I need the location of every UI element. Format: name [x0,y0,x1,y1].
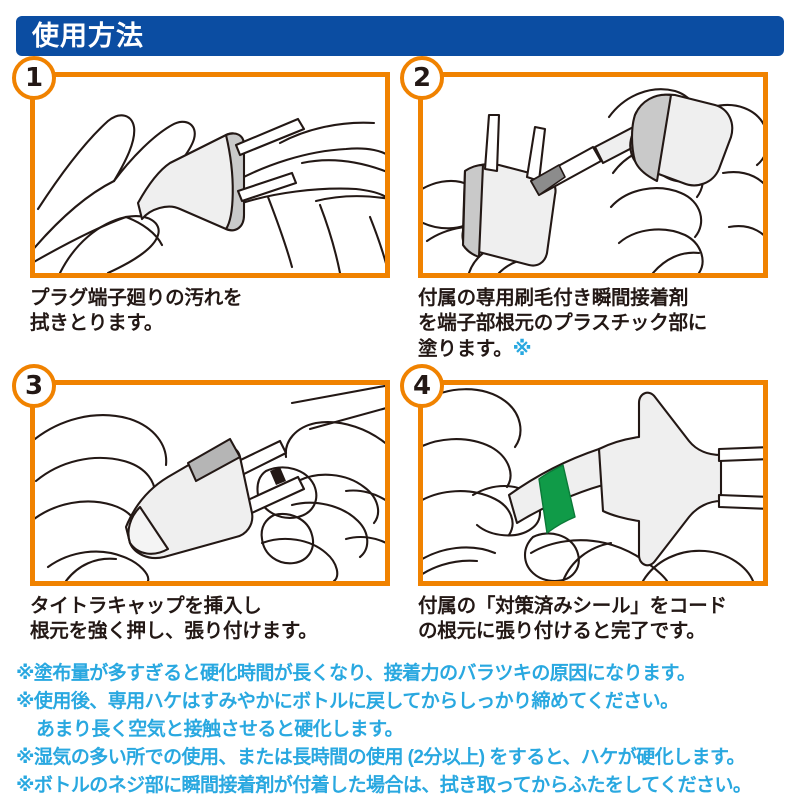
caption-line: 塗ります。※ [418,337,768,362]
step-number-badge-2: 2 [400,56,444,100]
illustration-hand-applying-adhesive-brush-to-plug-base [423,88,763,273]
illustration-green-countermeasure-sticker-on-cord-base [423,388,763,582]
step-number-badge-1: 1 [12,56,56,100]
footer-notes: ※塗布量が多すぎると硬化時間が長くなり、接着力のバラツキの原因になります。 ※使… [16,660,800,800]
step-cell-3: 3 タイトラキャップを挿入し 根元を強く押し、張り付けます。 [0,364,400,645]
step-illustration-frame-1 [30,72,390,278]
caption-line: を端子部根元のプラスチック部に [418,312,708,335]
caption-line: 付属の専用刷毛付き瞬間接着剤 [418,287,689,309]
note-asterisk-mark: ※ [512,337,532,360]
illustration-inserting-taitora-cap-and-pressing-base [35,385,385,582]
countermeasure-sticker [538,464,576,534]
step-illustration-frame-3 [30,380,390,587]
cord-mark [270,467,286,486]
illustration-hand-wiping-plug-terminals [35,114,385,273]
step-number-badge-4: 4 [400,364,444,409]
step-caption-3: タイトラキャップを挿入し 根元を強く押し、張り付けます。 [30,594,390,645]
step-number-1: 1 [24,63,44,93]
taitora-cap [124,437,254,560]
footer-note-1: ※塗布量が多すぎると硬化時間が長くなり、接着力のバラツキの原因になります。 [16,663,696,684]
plug-body-2 [461,163,557,267]
step-illustration-frame-2 [418,72,768,278]
header-banner: 使用方法 [16,16,784,56]
step-cell-1: 1 プラグ端子廻りの汚れを 拭きとります。 [0,56,400,362]
step-caption-4: 付属の「対策済みシール」をコード の根元に張り付けると完了です。 [418,594,768,645]
caption-line: プラグ端子廻りの汚れを [30,287,243,309]
row-spacer [0,362,800,380]
step-caption-2: 付属の専用刷毛付き瞬間接着剤 を端子部根元のプラスチック部に 塗ります。※ [418,286,768,362]
caption-line: の根元に張り付けると完了です。 [418,620,706,643]
step-illustration-frame-4 [418,380,768,587]
caption-text: 拭きとります。 [30,312,164,335]
step-panel-1: 1 [12,56,390,278]
plug-body-4 [597,391,723,567]
caption-text: 塗ります。 [418,337,513,360]
plug-body-1 [136,132,246,232]
footer-note-4: ※湿気の多い所での使用、または長時間の使用 (2分以上) をすると、ハケが硬化し… [16,746,746,768]
step-number-4: 4 [412,371,432,402]
step-number-badge-3: 3 [12,364,56,409]
adhesive-bottle-cap [629,93,734,187]
caption-line: 拭きとります。 [30,311,390,336]
step-number-2: 2 [412,63,432,93]
step-cell-4: 4 付属の「対策済みシール」をコード の根元に張り付けると完了です。 [400,364,800,645]
caption-line: タイトラキャップを挿入し [30,595,262,618]
footer-note-2: ※使用後、専用ハケはすみやかにボトルに戻してからしっかり締めてください。 [16,690,679,712]
step-panel-2: 2 [400,56,768,278]
steps-row-2: 3 タイトラキャップを挿入し 根元を強く押し、張り付けます。 [0,364,800,645]
step-panel-4: 4 [400,364,768,587]
footer-note-5: ※ボトルのネジ部に瞬間接着剤が付着した場合は、拭き取ってからふたをしてください。 [16,774,752,796]
step-caption-1: プラグ端子廻りの汚れを 拭きとります。 [30,286,390,337]
steps-row-1: 1 プラグ端子廻りの汚れを 拭きとります。 [0,56,800,362]
step-number-3: 3 [24,371,44,402]
caption-line: 根元を強く押し、張り付けます。 [30,620,318,643]
footer-note-3: あまり長く空気と接触させると硬化します。 [36,718,404,740]
page-title: 使用方法 [32,20,144,51]
step-panel-3: 3 [12,364,390,587]
step-cell-2: 2 付属の専用刷毛付き瞬間接着剤 を端子部根元のプラスチック部に 塗ります。※ [400,56,800,362]
steps-grid: 1 プラグ端子廻りの汚れを 拭きとります。 [0,56,800,645]
caption-line: 付属の「対策済みシール」をコード [418,595,727,618]
